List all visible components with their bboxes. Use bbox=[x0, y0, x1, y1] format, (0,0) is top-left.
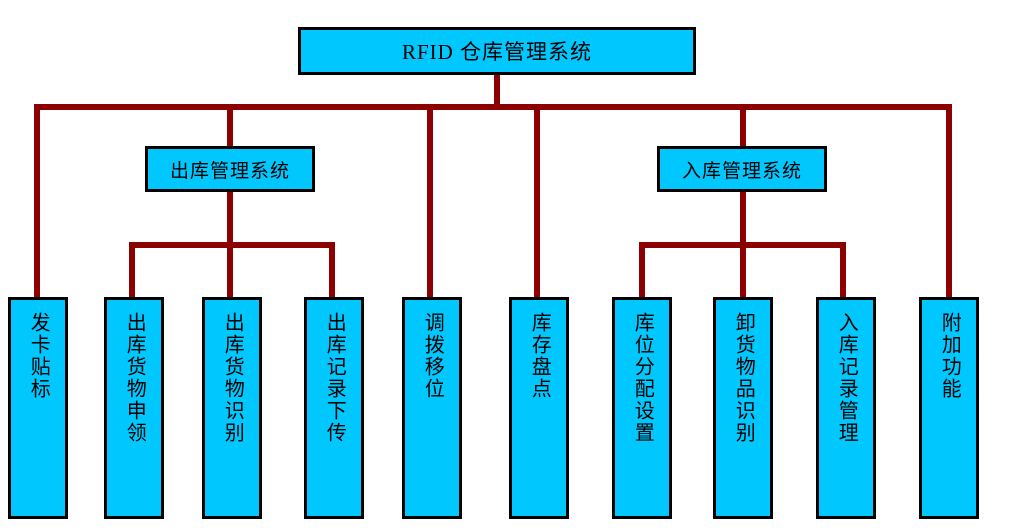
node-leaf-inbound-record-management-label: 入库记录管理 bbox=[835, 312, 858, 444]
node-leaf-outbound-goods-identification-label: 出库货物识别 bbox=[221, 312, 244, 444]
connector-drop-outbound bbox=[227, 104, 233, 148]
connector-outbound-stem bbox=[227, 190, 233, 246]
node-leaf-inbound-record-management[interactable]: 入库记录管理 bbox=[816, 297, 876, 519]
connector-outbound-drop-3 bbox=[329, 242, 335, 300]
node-leaf-inventory-stocktake[interactable]: 库存盘点 bbox=[509, 297, 569, 519]
node-outbound-management-system[interactable]: 出库管理系统 bbox=[145, 146, 315, 192]
node-inbound-label: 入库管理系统 bbox=[681, 160, 802, 182]
node-leaf-transfer-relocation-label: 调拨移位 bbox=[421, 312, 444, 400]
connector-inbound-drop-3 bbox=[840, 242, 846, 300]
node-leaf-storage-location-allocation[interactable]: 库位分配设置 bbox=[612, 297, 672, 519]
node-leaf-transfer-relocation[interactable]: 调拨移位 bbox=[402, 297, 462, 519]
connector-drop-transfer bbox=[427, 104, 433, 300]
node-inbound-management-system[interactable]: 入库管理系统 bbox=[657, 146, 827, 192]
node-leaf-outbound-goods-identification[interactable]: 出库货物识别 bbox=[202, 297, 262, 519]
connector-drop-inbound bbox=[740, 104, 746, 148]
node-leaf-extra-function[interactable]: 附加功能 bbox=[919, 297, 979, 519]
node-leaf-card-tagging-label: 发卡贴标 bbox=[27, 312, 50, 400]
connector-drop-extra-function bbox=[946, 104, 952, 300]
connector-outbound-drop-2 bbox=[227, 242, 233, 300]
node-leaf-unloading-item-identification-label: 卸货物品识别 bbox=[732, 312, 755, 444]
connector-outbound-drop-1 bbox=[129, 242, 135, 300]
node-leaf-outbound-goods-request-label: 出库货物申领 bbox=[123, 312, 146, 444]
connector-main-bus bbox=[34, 104, 952, 110]
connector-drop-stocktake bbox=[534, 104, 540, 300]
node-outbound-label: 出库管理系统 bbox=[169, 160, 290, 182]
node-root-rfid-warehouse-system[interactable]: RFID 仓库管理系统 bbox=[298, 27, 696, 75]
connector-inbound-stem bbox=[740, 190, 746, 246]
node-leaf-extra-function-label: 附加功能 bbox=[938, 312, 961, 400]
connector-inbound-drop-1 bbox=[639, 242, 645, 300]
node-leaf-inventory-stocktake-label: 库存盘点 bbox=[528, 312, 551, 400]
node-leaf-unloading-item-identification[interactable]: 卸货物品识别 bbox=[713, 297, 773, 519]
node-leaf-outbound-record-upload[interactable]: 出库记录下传 bbox=[304, 297, 364, 519]
connector-drop-card-tagging bbox=[34, 104, 40, 300]
node-root-label: RFID 仓库管理系统 bbox=[401, 40, 593, 64]
node-leaf-card-tagging[interactable]: 发卡贴标 bbox=[8, 297, 68, 519]
node-leaf-outbound-record-upload-label: 出库记录下传 bbox=[323, 312, 346, 444]
node-leaf-outbound-goods-request[interactable]: 出库货物申领 bbox=[104, 297, 164, 519]
connector-root-stem bbox=[494, 72, 500, 110]
node-leaf-storage-location-allocation-label: 库位分配设置 bbox=[631, 312, 654, 444]
connector-inbound-drop-2 bbox=[740, 242, 746, 300]
